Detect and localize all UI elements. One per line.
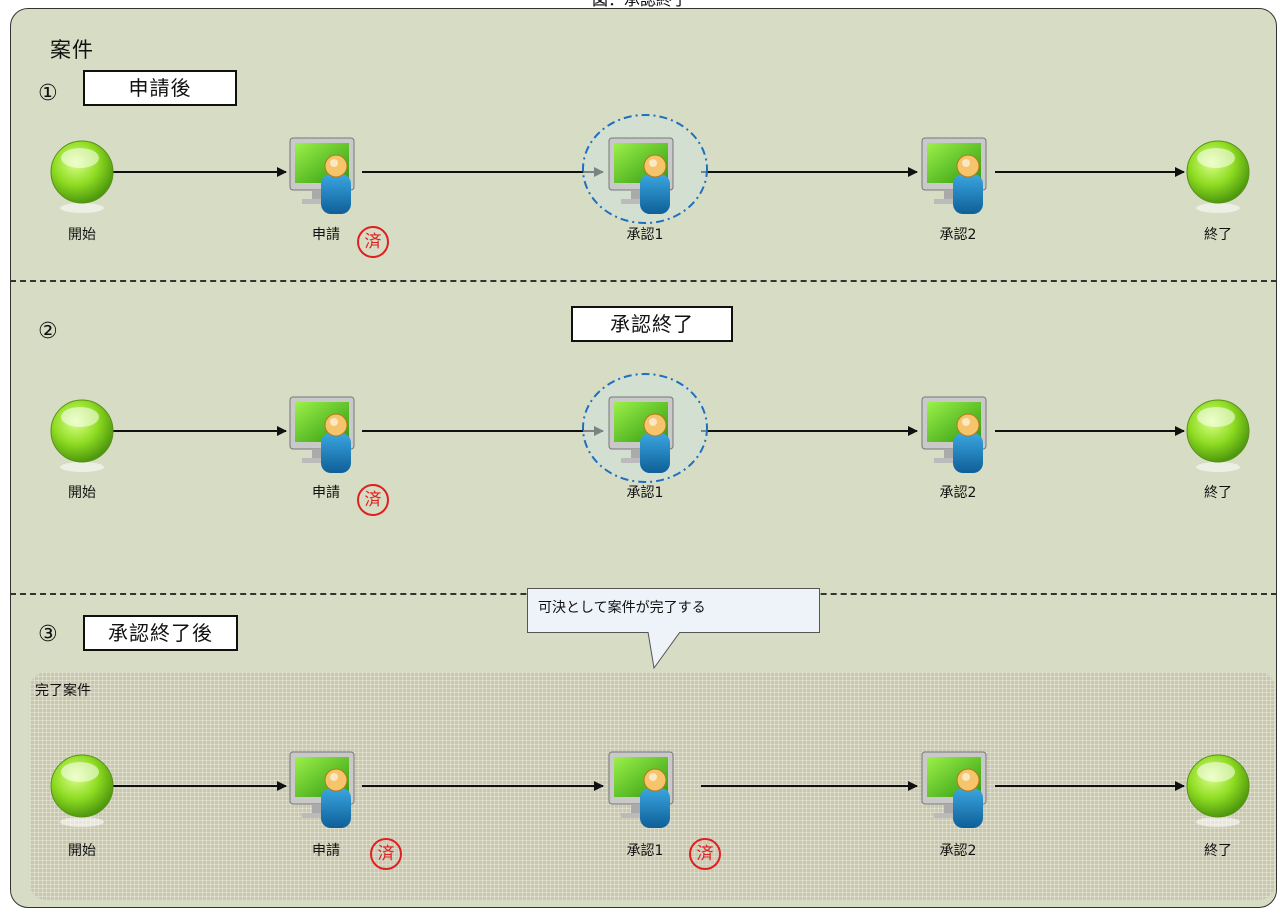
- node-label: 承認2: [939, 227, 977, 243]
- user-task-icon: [608, 751, 674, 828]
- node-label: 開始: [68, 843, 96, 859]
- start-node-icon: [50, 754, 114, 827]
- node-label: 承認1: [626, 485, 664, 501]
- done-stamp: 済: [357, 484, 389, 516]
- node-label: 承認1: [626, 843, 664, 859]
- step-number: ①: [38, 81, 58, 106]
- node-label: 終了: [1204, 227, 1232, 243]
- step-title-box: 承認終了後: [83, 615, 238, 651]
- user-task-icon: [608, 396, 674, 473]
- completed-case-label: 完了案件: [35, 683, 91, 699]
- step-number: ③: [38, 622, 58, 647]
- step-number: ②: [38, 319, 58, 344]
- end-node-icon: [1186, 140, 1250, 213]
- step-title-box: 申請後: [83, 70, 237, 106]
- user-task-icon: [289, 396, 355, 473]
- node-label: 開始: [68, 227, 96, 243]
- user-task-icon: [921, 396, 987, 473]
- user-task-icon: [608, 137, 674, 214]
- node-label: 終了: [1204, 843, 1232, 859]
- node-label: 申請: [312, 485, 340, 501]
- node-label: 承認2: [939, 843, 977, 859]
- user-task-icon: [921, 751, 987, 828]
- node-label: 承認1: [626, 227, 664, 243]
- node-label: 承認2: [939, 485, 977, 501]
- user-task-icon: [921, 137, 987, 214]
- start-node-icon: [50, 399, 114, 472]
- start-node-icon: [50, 140, 114, 213]
- end-node-icon: [1186, 399, 1250, 472]
- node-label: 申請: [312, 227, 340, 243]
- step-title-box: 承認終了: [571, 306, 733, 342]
- done-stamp: 済: [357, 226, 389, 258]
- figure-caption: 図：承認終了: [0, 0, 1280, 9]
- row-divider: [10, 280, 1277, 282]
- done-stamp: 済: [370, 838, 402, 870]
- user-task-icon: [289, 137, 355, 214]
- node-label: 開始: [68, 485, 96, 501]
- end-node-icon: [1186, 754, 1250, 827]
- done-stamp: 済: [689, 838, 721, 870]
- node-label: 終了: [1204, 485, 1232, 501]
- node-label: 申請: [312, 843, 340, 859]
- user-task-icon: [289, 751, 355, 828]
- case-title: 案件: [50, 38, 94, 62]
- callout-tail: [647, 631, 681, 670]
